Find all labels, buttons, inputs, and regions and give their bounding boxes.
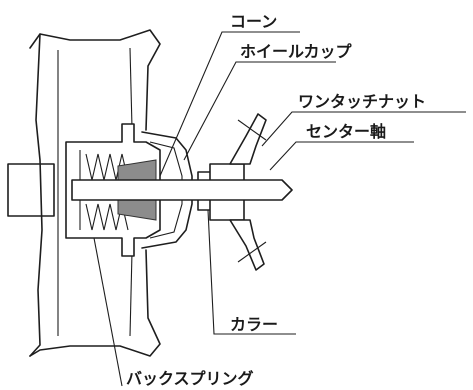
label-wheel-cup: ホイールカップ: [240, 42, 353, 61]
label-collar: カラー: [230, 315, 278, 334]
label-back-spring: バックスプリング: [126, 369, 254, 388]
leader-lines: [93, 31, 466, 387]
center-shaft: [71, 179, 293, 201]
label-center-shaft: センター軸: [306, 122, 386, 141]
label-one-touch-nut: ワンタッチナット: [298, 92, 426, 111]
machine-shaft: [7, 163, 55, 217]
label-cone: コーン: [230, 12, 277, 31]
wheel-rim: [29, 29, 161, 357]
